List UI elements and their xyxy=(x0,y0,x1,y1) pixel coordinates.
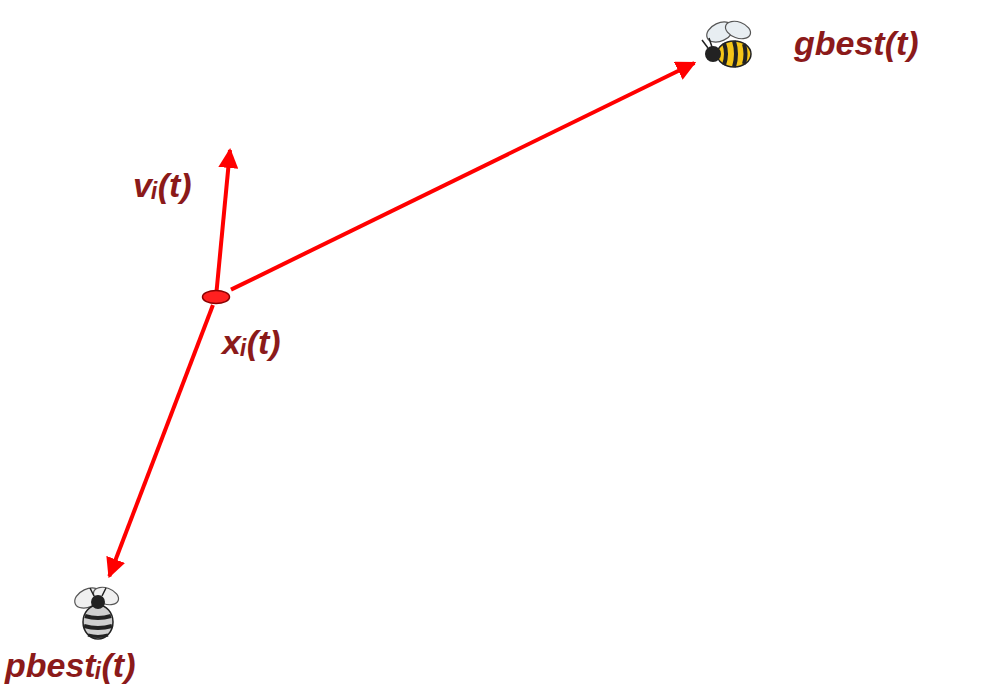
personal-best: pbestᵢ(t) xyxy=(62,580,130,642)
particle-position: xᵢ(t) xyxy=(201,289,231,305)
bee-icon xyxy=(702,18,753,67)
node-label: gbest(t) xyxy=(794,24,919,63)
dot-shape xyxy=(203,291,230,304)
global-best: gbest(t) xyxy=(698,18,760,74)
velocity-arrow xyxy=(216,150,230,297)
bee-icon xyxy=(72,584,121,639)
attraction-arrow xyxy=(231,63,694,290)
position-dot xyxy=(201,289,231,305)
vector-label: vᵢ(t) xyxy=(133,166,192,205)
node-label: pbestᵢ(t) xyxy=(5,646,135,685)
attraction-arrow xyxy=(109,305,213,576)
node-label: xᵢ(t) xyxy=(222,323,281,362)
